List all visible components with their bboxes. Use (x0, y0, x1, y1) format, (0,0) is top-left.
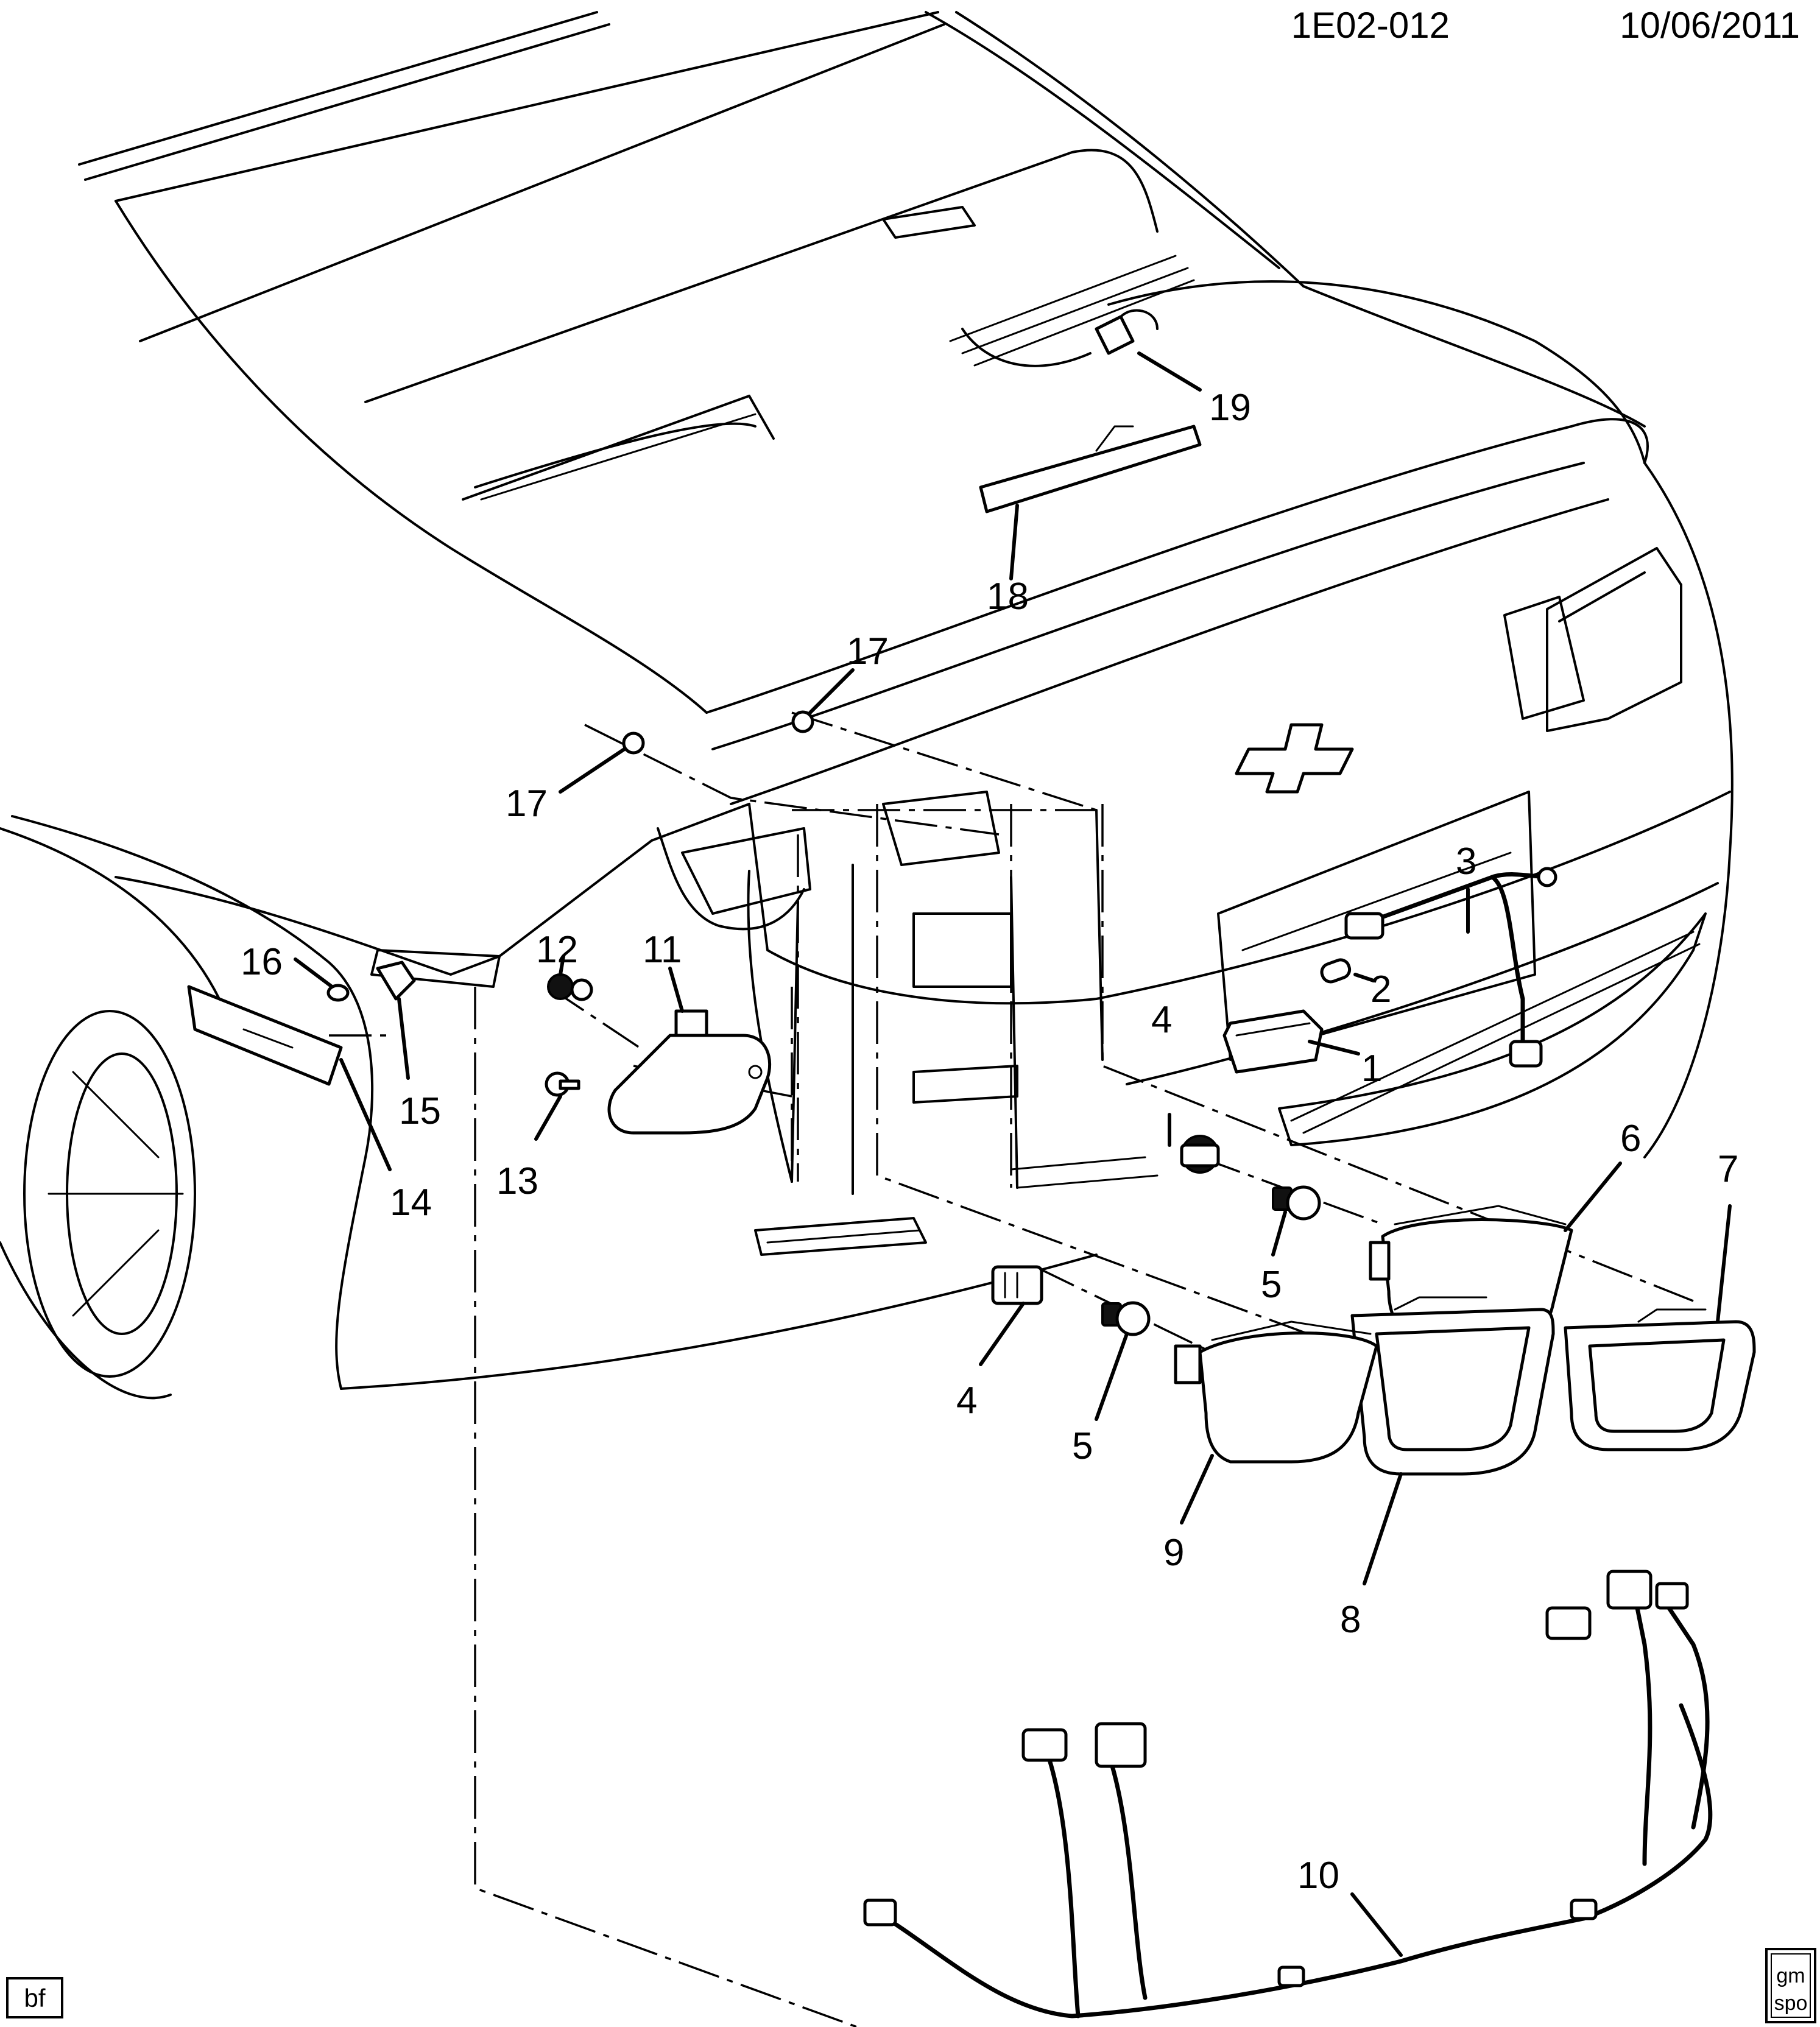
diagram-header: 1E02-012 10/06/2011 (1291, 5, 1800, 46)
callout-4-upper: 4 (1151, 999, 1172, 1041)
diagram-id: 1E02-012 (1291, 5, 1450, 46)
callout-8: 8 (1340, 1599, 1361, 1641)
part-socket-lower (991, 1265, 1043, 1305)
leader-lines (294, 351, 1732, 1957)
part-bulb-lower (1101, 1301, 1151, 1336)
callout-19: 19 (1209, 387, 1251, 429)
part-tail-lamp-bezel-left (1350, 1296, 1555, 1476)
svg-text:gm: gm (1776, 1964, 1805, 1987)
callout-1: 1 (1361, 1048, 1382, 1090)
callout-9: 9 (1163, 1532, 1184, 1574)
part-bulb-upper (1272, 1185, 1321, 1221)
part-high-mount-stop-lamp (979, 425, 1202, 513)
callout-17-left: 17 (506, 783, 548, 825)
callout-7: 7 (1718, 1148, 1738, 1190)
part-tail-lamp-bezel-right (1564, 1308, 1756, 1451)
gm-spo-logo: gm spo (1765, 1948, 1816, 2023)
vehicle-body-outline (0, 11, 1734, 1400)
callout-labels: 1 2 3 4 4 5 5 6 7 8 9 10 11 12 13 14 15 … (241, 387, 1738, 1897)
part-grommet-b (791, 710, 814, 733)
callout-5-upper: 5 (1261, 1264, 1282, 1306)
callout-13: 13 (496, 1160, 538, 1202)
part-license-lamp (1222, 1009, 1324, 1074)
part-backup-lamp-socket (547, 973, 593, 1001)
part-side-marker-lamp (187, 985, 343, 1086)
part-license-lamp-bulb (1320, 958, 1352, 984)
callout-11: 11 (643, 929, 682, 971)
part-backup-lamp (607, 1009, 772, 1135)
part-grommet-a (622, 731, 645, 755)
callout-6: 6 (1620, 1118, 1641, 1160)
footer-badge-bf: bf (6, 1977, 63, 2018)
part-screw (545, 1071, 580, 1097)
callout-10: 10 (1297, 1855, 1339, 1897)
callout-4-lower: 4 (956, 1380, 977, 1422)
callout-18: 18 (987, 576, 1029, 618)
svg-text:bf: bf (24, 1984, 45, 2012)
rear-wheel (23, 1010, 196, 1378)
part-rear-wiring-harness (863, 1570, 1713, 2018)
svg-text:spo: spo (1774, 1992, 1808, 2015)
part-side-marker-socket (376, 961, 416, 1001)
callout-5-lower: 5 (1072, 1425, 1093, 1467)
part-stop-lamp-connector (961, 309, 1159, 367)
part-side-marker-bulb (326, 984, 350, 1002)
callout-15: 15 (399, 1090, 441, 1132)
callout-12: 12 (536, 929, 578, 971)
part-socket-upper (1180, 1135, 1220, 1174)
callout-2: 2 (1370, 968, 1391, 1010)
callout-16: 16 (241, 941, 283, 983)
diagram-date: 10/06/2011 (1620, 5, 1800, 46)
part-tail-lamp-left (1174, 1320, 1378, 1464)
part-license-lamp-harness (1344, 867, 1557, 1068)
callout-14: 14 (390, 1182, 432, 1224)
chevrolet-bowtie-emblem (1235, 723, 1354, 794)
callout-17-right: 17 (847, 630, 889, 672)
callout-3: 3 (1456, 841, 1476, 883)
